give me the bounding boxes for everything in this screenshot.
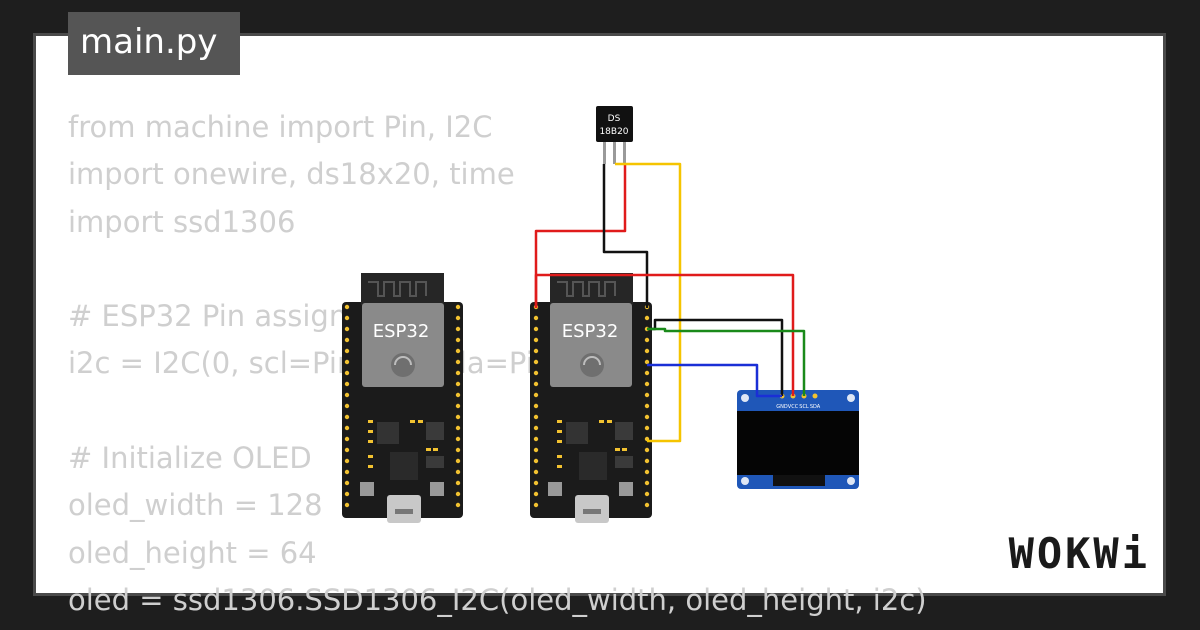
code-line: import onewire, ds18x20, time (68, 157, 515, 192)
code-line: import ssd1306 (68, 204, 296, 239)
code-line: # ESP32 Pin assignment (68, 299, 424, 334)
sensor-label-line1: DS (608, 114, 621, 124)
code-line: oled = ssd1306.SSD1306_I2C(oled_width, o… (68, 582, 927, 617)
code-line: oled_width = 128 (68, 488, 323, 523)
wire-black-sensor-gnd[interactable] (602, 164, 649, 308)
wire-green-oled-sda[interactable] (647, 327, 806, 396)
code-line: oled_height = 64 (68, 535, 317, 570)
code-view: from machine import Pin, I2C import onew… (68, 104, 927, 624)
oled-pin-vcc: VCC (788, 404, 799, 410)
wokwi-logo: WOKWi (1008, 529, 1150, 578)
esp32-board-left[interactable]: ESP32 (342, 273, 463, 523)
wire-red-sensor-vcc[interactable] (534, 164, 627, 308)
wire-yellow-sensor-data[interactable] (615, 162, 682, 443)
code-line: from machine import Pin, I2C (68, 110, 493, 144)
wire-blue-oled-scl[interactable] (647, 363, 782, 398)
ds18b20-sensor[interactable]: DS 18B20 (596, 106, 633, 164)
board-right-label: ESP32 (562, 321, 619, 342)
file-tab-label: main.py (80, 22, 218, 62)
board-left-label: ESP32 (373, 321, 430, 342)
code-line: # Initialize OLED (68, 441, 312, 476)
wire-red-oled-vcc[interactable] (534, 273, 795, 396)
esp32-board-right[interactable]: ESP32 (530, 273, 652, 523)
file-tab[interactable]: main.py (68, 12, 240, 75)
oled-display[interactable]: GND VCC SCL SDA (737, 390, 859, 489)
oled-pin-scl: SCL (799, 404, 809, 410)
oled-pin-sda: SDA (810, 404, 821, 410)
sensor-label-line2: 18B20 (599, 127, 628, 137)
oled-pin-gnd: GND (776, 404, 788, 410)
